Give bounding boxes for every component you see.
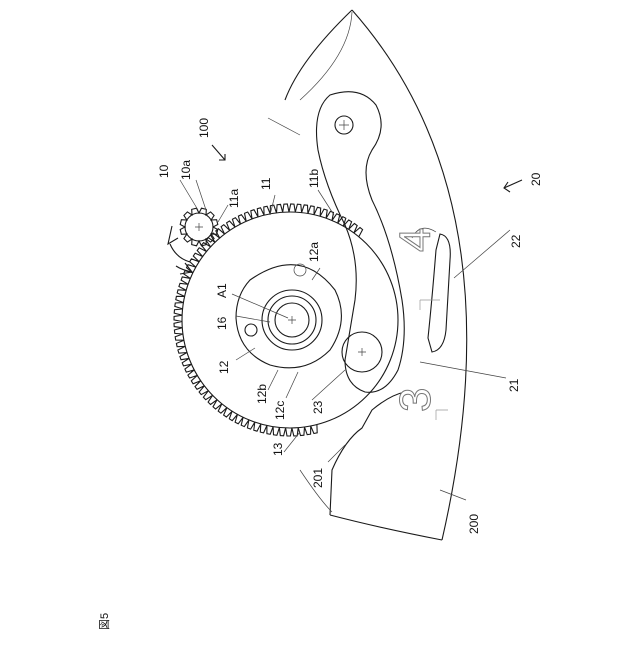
label-12a: 12a	[307, 242, 321, 262]
roller-23	[342, 332, 382, 372]
figure-caption: 図5	[98, 613, 111, 630]
label-201: 201	[311, 468, 325, 488]
leader-lines	[180, 118, 510, 500]
numeral-four: 4	[391, 228, 440, 252]
label-22: 22	[509, 234, 523, 248]
label-13: 13	[271, 442, 285, 456]
label-A1: A1	[215, 283, 229, 298]
pinion-10	[180, 208, 218, 246]
numeral-three: 3	[391, 388, 440, 412]
dial-numerals: 4 3	[391, 228, 448, 420]
label-11a: 11a	[227, 189, 241, 208]
reference-labels: 10 10a 11a 100 11 11b 20 22 12a A1 16 12…	[157, 118, 543, 534]
label-21: 21	[507, 378, 521, 392]
rotation-arrows	[168, 226, 192, 274]
label-11b: 11b	[307, 169, 321, 188]
label-10: 10	[157, 164, 171, 178]
label-23: 23	[311, 400, 325, 414]
label-12c: 12c	[273, 401, 287, 420]
label-16: 16	[215, 316, 229, 330]
dial-ring	[285, 10, 467, 540]
label-10a: 10a	[179, 160, 193, 180]
cam-12	[236, 264, 341, 368]
label-12: 12	[217, 360, 231, 374]
label-11: 11	[259, 177, 273, 190]
label-12b: 12b	[255, 384, 269, 404]
label-200: 200	[467, 514, 481, 534]
label-100: 100	[197, 118, 211, 138]
label-20: 20	[529, 172, 543, 186]
hub-16	[262, 290, 322, 350]
